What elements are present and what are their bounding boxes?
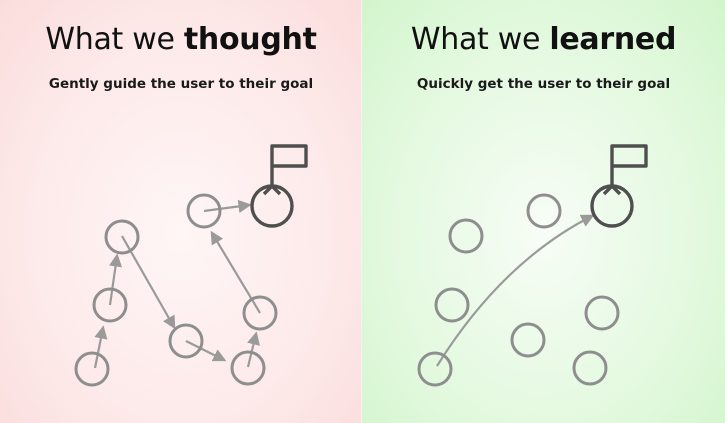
step-node-icon xyxy=(584,295,620,331)
panel-what-we-learned: What we learned Quickly get the user to … xyxy=(362,0,725,423)
right-heading: What we learned xyxy=(362,22,725,57)
step-node-icon xyxy=(168,323,204,359)
goal-flag-icon xyxy=(590,144,648,228)
step-node-icon xyxy=(448,218,484,254)
step-node-icon xyxy=(242,295,278,331)
goal-flag-icon xyxy=(250,144,308,228)
left-subheading: Gently guide the user to their goal xyxy=(48,76,314,92)
left-heading: What we thought xyxy=(0,22,362,57)
left-heading-prefix: What we xyxy=(45,22,184,57)
right-heading-prefix: What we xyxy=(410,22,550,57)
step-node-icon xyxy=(92,287,128,323)
step-node-icon xyxy=(186,193,222,229)
step-node-icon xyxy=(417,351,453,387)
left-path-diagram xyxy=(74,144,308,387)
step-node-icon xyxy=(104,219,140,255)
step-node-icon xyxy=(74,351,110,387)
arrow-icon xyxy=(203,199,252,213)
arrow-icon xyxy=(185,340,227,362)
arrow-icon xyxy=(108,253,123,306)
panel-what-we-thought: What we thought Gently guide the user to… xyxy=(0,0,362,423)
step-node-icon xyxy=(572,350,608,386)
step-node-icon xyxy=(434,287,470,323)
left-heading-emphasis: thought xyxy=(183,22,317,57)
right-heading-emphasis: learned xyxy=(549,22,677,57)
arrow-icon xyxy=(436,214,595,367)
step-node-icon xyxy=(230,350,266,386)
right-subheading: Quickly get the user to their goal xyxy=(416,76,671,92)
arrow-icon xyxy=(210,230,261,314)
arrow-icon xyxy=(93,325,108,369)
step-node-icon xyxy=(510,322,546,358)
arrow-icon xyxy=(246,331,260,368)
right-path-diagram xyxy=(417,144,648,387)
step-node-icon xyxy=(526,193,562,229)
panel-divider xyxy=(361,0,362,423)
